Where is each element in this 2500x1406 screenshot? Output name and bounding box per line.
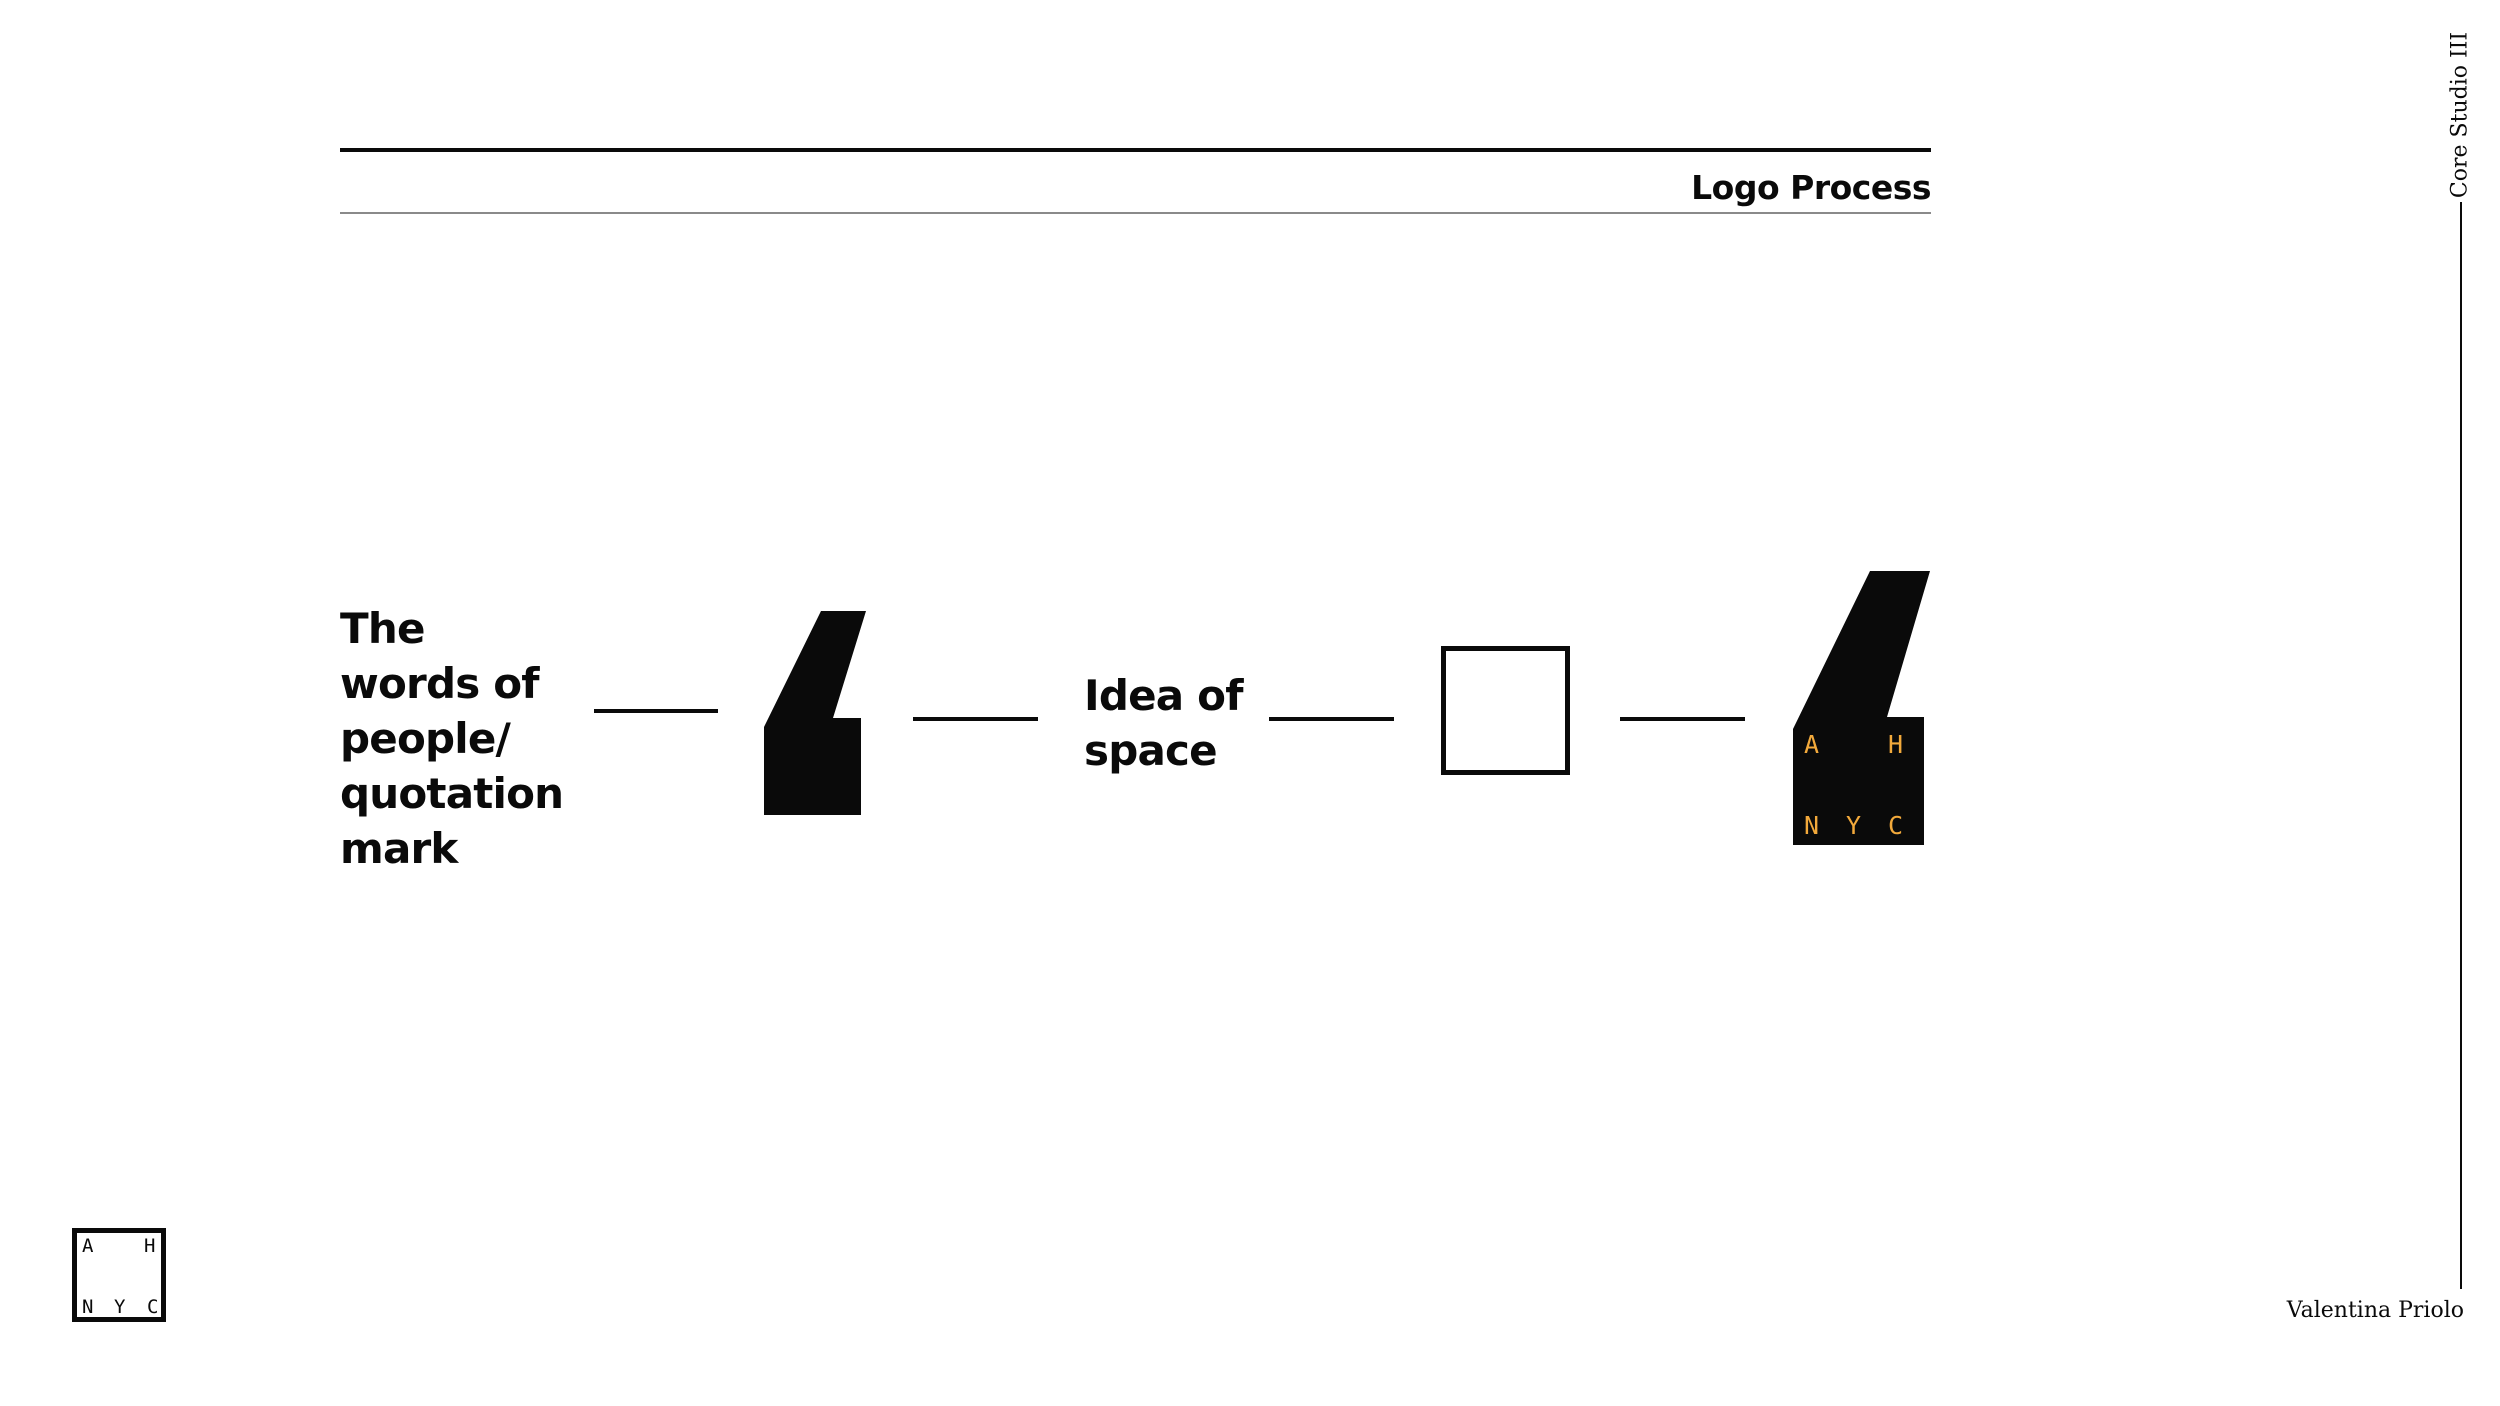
logo-letter-h: H [1888,730,1903,759]
step-label-quotation: The words of people/ quotation mark [340,604,564,873]
section-title: Logo Process [1691,168,1931,207]
empty-square-icon [1441,646,1570,775]
ahnyc-logo-icon: A H N Y C [1793,571,1930,845]
author-name: Valentina Priolo [2286,1298,2464,1323]
header-rule-thick [340,148,1931,152]
connector-line [1269,717,1394,721]
logo-letter-y: Y [1846,811,1861,840]
course-label: Core Studio III [2440,32,2480,198]
corner-letter-h: H [144,1235,156,1257]
corner-letter-a: A [82,1235,94,1257]
corner-letter-n: N [82,1296,94,1318]
course-label-text: Core Studio III [2447,31,2473,199]
logo-letter-a: A [1804,730,1819,759]
connector-line [913,717,1038,721]
logo-letter-c: C [1888,811,1903,840]
sidebar-rule [2460,202,2462,1289]
step-label-space: Idea of space [1084,671,1243,775]
logo-letter-n: N [1804,811,1819,840]
header-rule-thin [340,212,1931,214]
connector-line [594,709,718,713]
corner-letter-c: C [147,1296,159,1318]
corner-letter-y: Y [114,1296,126,1318]
ahnyc-corner-logo: A H N Y C [72,1228,166,1322]
quotation-mark-icon [764,611,866,815]
connector-line [1620,717,1745,721]
